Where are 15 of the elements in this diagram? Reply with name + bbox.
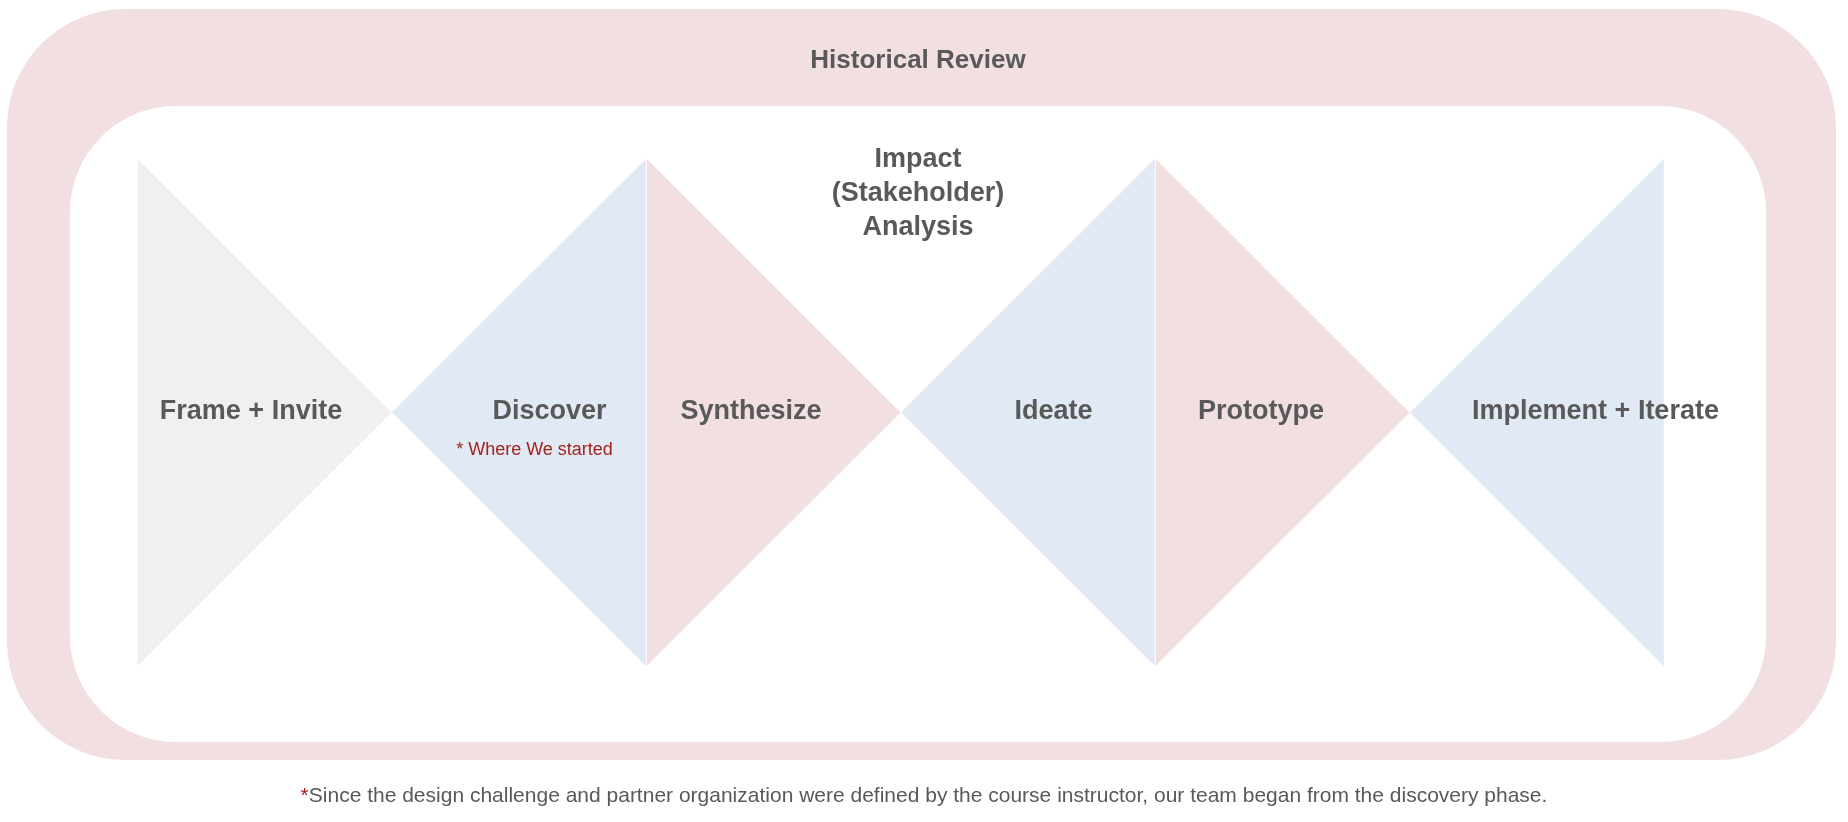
start-note: * Where We started (456, 438, 613, 461)
phase-triangle (391, 159, 646, 666)
analysis-panel (70, 106, 1766, 742)
phase-label: Synthesize (680, 394, 822, 427)
panel-heading: Impact (Stakeholder) Analysis (831, 142, 1005, 243)
caption: *Since the design challenge and partner organization were defined by the course instructor, our team began from the discovery phase. (300, 782, 1548, 808)
phase-label: Prototype (1198, 394, 1324, 427)
phase-label: Implement + Iterate (1472, 394, 1719, 427)
phase-triangle (137, 159, 392, 666)
phase-triangle (1155, 159, 1410, 666)
review-band (7, 9, 1836, 760)
phase-label: Frame + Invite (159, 394, 343, 427)
phase-label: Ideate (1014, 394, 1093, 427)
band-heading: Historical Review (810, 43, 1026, 75)
phase-label: Discover (492, 394, 607, 427)
